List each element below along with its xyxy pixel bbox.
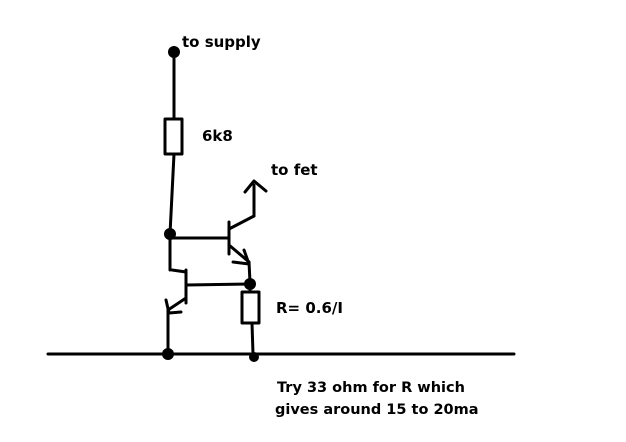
label-resistor-6k8: 6k8 bbox=[202, 127, 233, 145]
q1-emitter-lead bbox=[166, 296, 188, 312]
q1-base-to-node-wire bbox=[184, 282, 252, 287]
note-line-1: Try 33 ohm for R which bbox=[277, 380, 465, 396]
resistor-r bbox=[240, 290, 261, 325]
resistor-6k8 bbox=[163, 117, 184, 156]
label-to-fet: to fet bbox=[271, 161, 318, 179]
q1-collector-lead bbox=[170, 268, 188, 274]
r-to-ground-wire bbox=[250, 321, 255, 356]
ground-junction-dot-right bbox=[249, 352, 259, 362]
junction-dot-emitter bbox=[244, 278, 256, 290]
label-to-supply: to supply bbox=[182, 33, 261, 51]
q2-emitter-lead bbox=[227, 243, 251, 264]
note-line-2: gives around 15 to 20ma bbox=[275, 402, 479, 418]
label-sense-resistor: R= 0.6/I bbox=[276, 299, 343, 317]
resistor-to-node-wire bbox=[168, 152, 176, 236]
supply-terminal-dot bbox=[168, 46, 180, 58]
junction-dot-upper bbox=[164, 228, 176, 240]
q2-collector-lead bbox=[227, 214, 256, 231]
to-fet-arrow-icon bbox=[243, 179, 268, 194]
ground-junction-dot-left bbox=[162, 348, 174, 360]
